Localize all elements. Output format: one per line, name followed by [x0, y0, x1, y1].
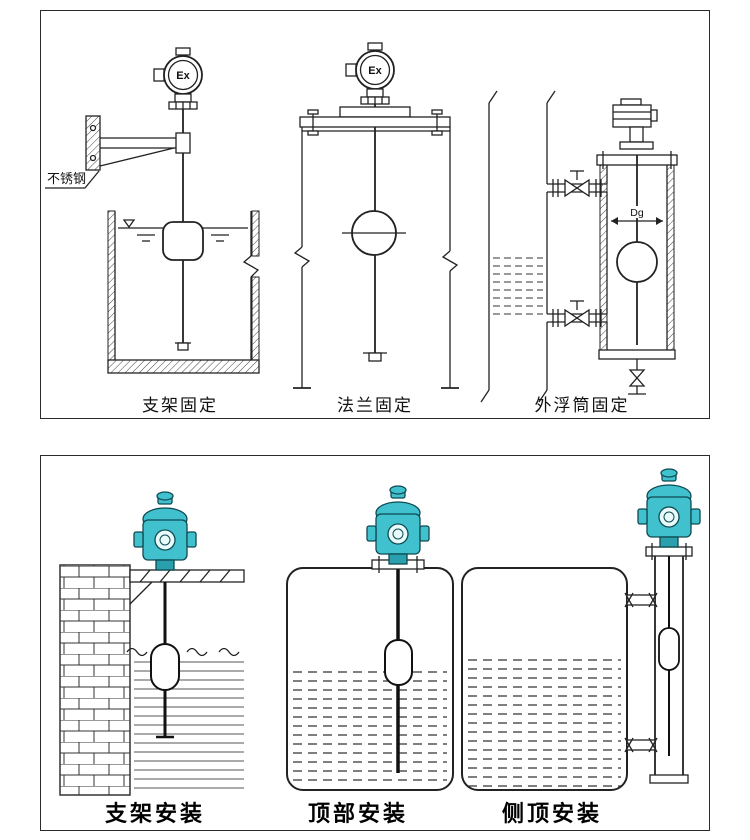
- caption-side-top-mount: 侧顶安装: [501, 801, 603, 826]
- stainless-steel-label: 不锈钢: [47, 171, 86, 186]
- top-mount-diagram: [286, 485, 454, 791]
- caption-top-mount: 顶部安装: [307, 801, 409, 826]
- side-top-mount-diagram: [461, 468, 701, 791]
- flange-fixing-diagram: Ex: [293, 42, 459, 389]
- top-panel-drawing: Ex 不锈钢: [45, 42, 678, 403]
- tank: [461, 567, 628, 791]
- caption-bracket-mount: 支架安装: [104, 801, 206, 826]
- caption-bracket-fixing: 支架固定: [142, 396, 218, 415]
- bracket-mount-diagram: [59, 491, 245, 796]
- caption-flange-fixing: 法兰固定: [337, 396, 413, 415]
- transmitter-head: [637, 468, 701, 548]
- float-capsule: [658, 627, 680, 671]
- brick-wall: [59, 564, 131, 796]
- caption-external-chamber-fixing: 外浮筒固定: [534, 396, 630, 415]
- transmitter-head: [366, 485, 430, 565]
- ex-label-left: Ex: [176, 70, 190, 82]
- float-ball-chamber: [616, 241, 658, 283]
- bottom-panel: 支架安装 顶部安装 侧顶安装: [40, 455, 710, 831]
- external-chamber-fixing-diagram: Dg: [480, 90, 678, 403]
- float-capsule: [384, 639, 413, 686]
- float-body: [162, 221, 204, 261]
- transmitter-head: [133, 491, 197, 571]
- bottom-panel-drawing: [59, 468, 701, 796]
- bracket-fixing-diagram: Ex 不锈钢: [45, 47, 260, 374]
- top-panel: Ex 不锈钢: [40, 10, 710, 419]
- ex-label-middle: Ex: [368, 65, 382, 77]
- dg-label: Dg: [630, 207, 644, 219]
- tank: [286, 567, 454, 791]
- float-capsule: [150, 643, 180, 691]
